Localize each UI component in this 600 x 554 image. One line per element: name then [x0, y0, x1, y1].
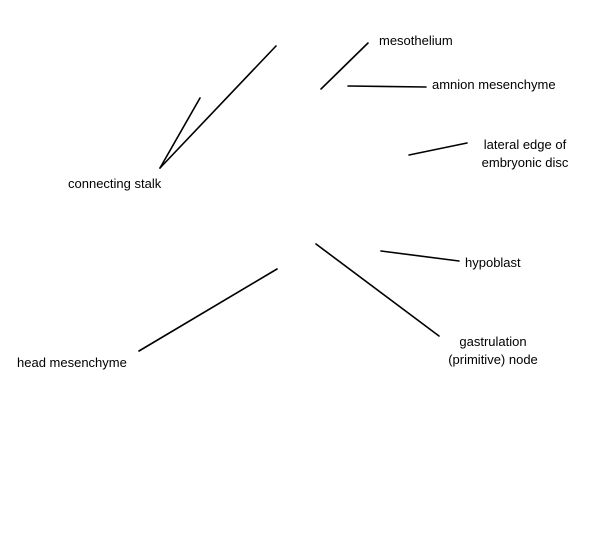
- connecting-stalk-leader-lower: [159, 97, 201, 169]
- mesothelium-label: mesothelium: [379, 33, 453, 48]
- gastrulation-node-label-line2: (primitive) node: [448, 352, 538, 367]
- lateral-edge-label-line2: embryonic disc: [481, 155, 569, 170]
- lateral-edge-label: lateral edge of embryonic disc: [470, 136, 580, 172]
- head-mesenchyme-leader: [138, 268, 278, 352]
- lateral-edge-label-line1: lateral edge of: [483, 137, 567, 152]
- connecting-stalk-leader-upper: [159, 45, 277, 169]
- head-mesenchyme-label: head mesenchyme: [17, 355, 127, 370]
- gastrulation-node-label: gastrulation (primitive) node: [436, 333, 550, 369]
- amnion-mesenchyme-leader: [347, 85, 427, 88]
- hypoblast-leader: [380, 250, 460, 262]
- mesothelium-leader: [320, 42, 369, 90]
- gastrulation-node-label-line1: gastrulation: [459, 334, 527, 349]
- amnion-mesenchyme-label: amnion mesenchyme: [432, 77, 556, 92]
- hypoblast-label: hypoblast: [465, 255, 521, 270]
- connecting-stalk-label: connecting stalk: [68, 176, 162, 191]
- lateral-edge-leader: [408, 142, 468, 156]
- gastrulation-node-leader: [315, 243, 440, 337]
